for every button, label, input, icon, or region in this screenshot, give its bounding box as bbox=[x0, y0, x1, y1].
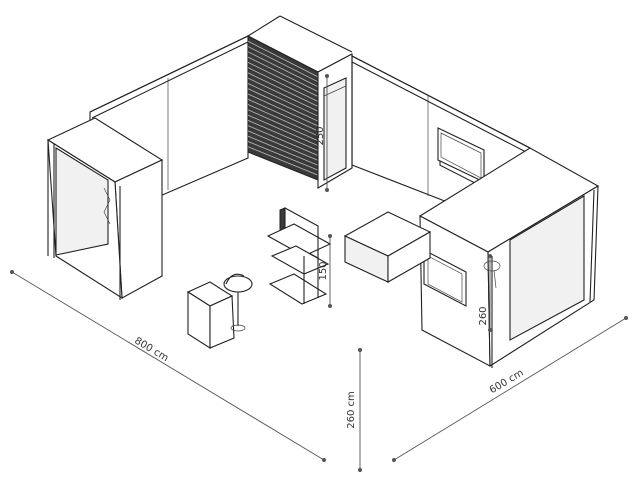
height-dimension-label: 260 cm bbox=[346, 391, 357, 429]
slat bbox=[247, 135, 319, 166]
slat bbox=[247, 141, 319, 171]
storage-closet bbox=[317, 53, 353, 189]
bar-stool bbox=[223, 273, 253, 332]
slat bbox=[247, 104, 319, 137]
slat bbox=[247, 98, 319, 132]
slat bbox=[247, 77, 319, 112]
right-tower bbox=[418, 147, 600, 368]
slat bbox=[247, 88, 319, 122]
slat bbox=[247, 56, 319, 92]
slat bbox=[247, 62, 319, 97]
reception-desk bbox=[186, 281, 235, 350]
slat bbox=[247, 130, 319, 161]
storage-height-label: 250 bbox=[315, 126, 326, 145]
slat bbox=[247, 51, 319, 88]
slat bbox=[247, 72, 319, 107]
depth-dimension-label: 600 cm bbox=[488, 367, 526, 396]
slat bbox=[247, 93, 319, 127]
slatwall-panel bbox=[247, 15, 353, 181]
dimension-lines bbox=[10, 74, 628, 472]
slat bbox=[247, 125, 319, 156]
shelf-height-label: 150 bbox=[318, 261, 329, 280]
display-counter bbox=[343, 211, 432, 283]
left-tower bbox=[46, 117, 164, 300]
slat bbox=[247, 109, 319, 142]
tower-height-label: 260 bbox=[478, 306, 489, 325]
slat bbox=[247, 46, 319, 83]
shelf-display bbox=[266, 207, 332, 305]
slat bbox=[247, 146, 319, 176]
slat bbox=[247, 67, 319, 102]
width-dimension-label: 800 cm bbox=[132, 335, 170, 364]
slat bbox=[247, 114, 319, 147]
slat bbox=[247, 40, 319, 78]
slat bbox=[247, 83, 319, 117]
slat bbox=[247, 119, 319, 151]
